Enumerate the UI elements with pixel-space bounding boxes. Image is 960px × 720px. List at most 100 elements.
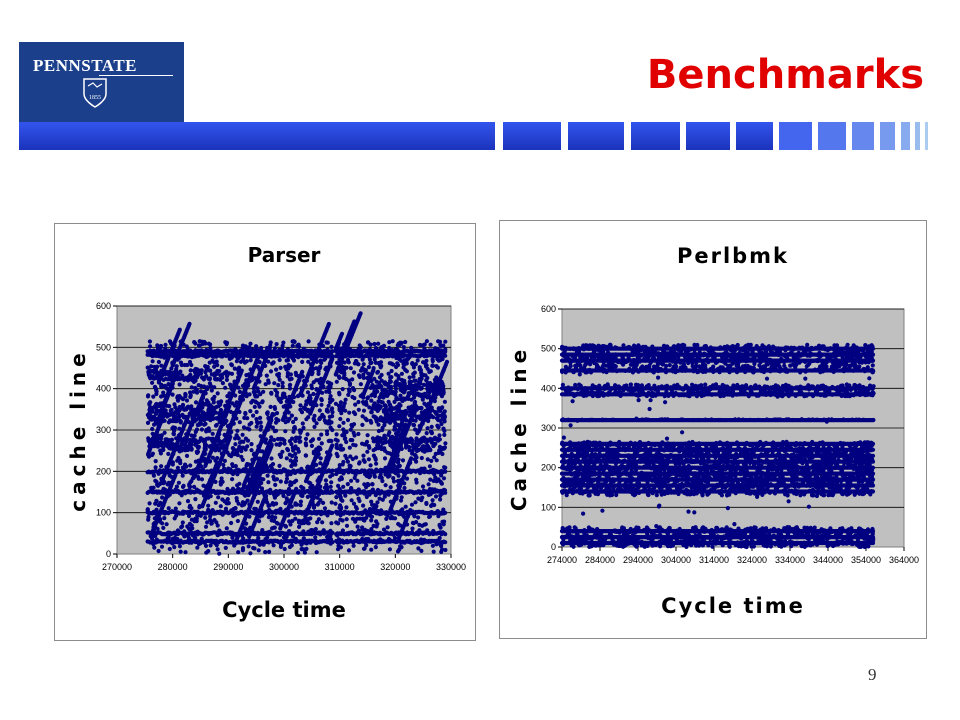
data-point <box>148 344 153 349</box>
data-point <box>162 516 167 521</box>
data-point <box>347 410 352 415</box>
data-point <box>223 370 228 375</box>
data-point <box>229 454 234 459</box>
data-point <box>170 426 175 431</box>
data-point <box>344 517 349 522</box>
data-point <box>172 545 177 550</box>
data-point <box>184 453 190 458</box>
data-point <box>377 496 382 501</box>
data-point <box>319 360 324 365</box>
data-point <box>429 431 434 436</box>
data-point <box>323 478 328 483</box>
data-point <box>417 380 422 385</box>
slide-title: Benchmarks <box>646 52 924 98</box>
data-point <box>241 425 247 430</box>
data-point <box>280 384 285 389</box>
data-point <box>267 549 272 554</box>
data-point <box>309 386 315 391</box>
data-point <box>292 425 297 430</box>
data-point <box>380 428 385 433</box>
data-point <box>327 453 333 458</box>
data-point <box>386 391 391 397</box>
data-point <box>318 461 323 466</box>
data-point <box>160 495 165 500</box>
data-point <box>370 436 376 441</box>
data-point <box>145 420 151 425</box>
data-point <box>348 427 353 432</box>
data-point <box>366 365 371 370</box>
data-point <box>220 497 225 502</box>
data-point <box>404 410 409 415</box>
data-point <box>177 327 182 332</box>
data-point <box>189 517 194 522</box>
logo-year: 1855 <box>89 95 101 101</box>
data-point <box>285 371 290 376</box>
data-point <box>377 382 382 387</box>
data-point <box>414 455 419 460</box>
data-point <box>192 484 197 489</box>
data-point <box>419 455 424 461</box>
data-point <box>274 342 279 347</box>
data-point <box>398 393 403 398</box>
data-point <box>375 406 380 411</box>
data-point <box>274 520 279 525</box>
data-point <box>329 438 334 444</box>
data-point <box>276 383 281 388</box>
data-point <box>186 526 191 531</box>
data-point <box>430 543 435 548</box>
data-point <box>244 359 249 364</box>
data-point <box>429 413 434 418</box>
data-point <box>274 411 280 416</box>
data-point <box>223 545 228 550</box>
data-point <box>311 391 316 397</box>
data-point <box>361 375 366 380</box>
data-point <box>276 374 281 379</box>
data-point <box>217 551 222 556</box>
data-point <box>249 448 254 453</box>
data-point <box>407 379 412 384</box>
data-point <box>303 402 309 407</box>
data-point <box>381 418 386 423</box>
data-point <box>227 371 232 376</box>
data-point <box>355 478 360 483</box>
data-point <box>395 397 400 402</box>
data-point <box>296 518 301 523</box>
data-point <box>271 543 276 548</box>
data-point <box>324 389 329 394</box>
data-point <box>354 455 359 460</box>
data-point <box>367 475 372 480</box>
data-point <box>258 415 263 420</box>
data-point <box>398 498 404 503</box>
data-point <box>183 443 188 448</box>
data-point <box>189 407 194 412</box>
strip-segment <box>736 122 773 150</box>
data-point <box>328 484 333 489</box>
data-point <box>237 481 242 486</box>
data-point <box>195 375 200 380</box>
data-point <box>236 550 241 555</box>
data-point <box>338 416 343 422</box>
data-point <box>293 438 298 444</box>
data-point <box>303 436 309 441</box>
x-tick-label: 270000 <box>102 562 132 572</box>
data-point <box>360 422 365 427</box>
data-point <box>183 550 188 555</box>
data-point <box>283 524 289 529</box>
data-point <box>158 434 163 439</box>
data-point <box>203 524 209 529</box>
data-point <box>438 497 443 502</box>
data-point <box>312 503 317 508</box>
data-point <box>442 399 447 404</box>
data-point <box>347 382 352 387</box>
data-point <box>370 482 375 487</box>
data-point <box>264 373 269 378</box>
data-point <box>303 441 308 446</box>
data-point <box>424 339 429 344</box>
data-point <box>164 522 169 527</box>
data-point <box>223 506 229 511</box>
data-point <box>223 385 228 390</box>
data-point <box>237 420 242 425</box>
data-point <box>297 524 302 529</box>
data-point <box>390 434 395 439</box>
data-point <box>217 447 222 452</box>
